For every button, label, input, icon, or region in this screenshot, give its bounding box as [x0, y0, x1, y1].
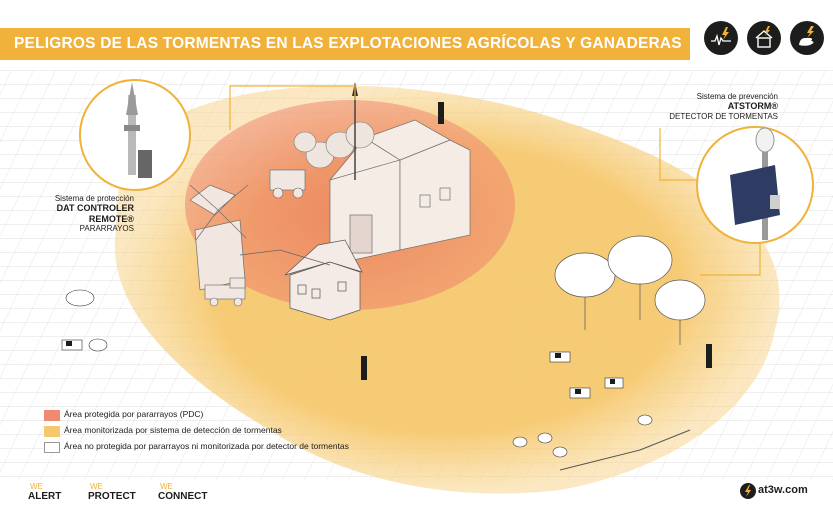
vehicles — [204, 169, 306, 307]
motto-prefix: WE — [30, 482, 43, 491]
motto-word: PROTECT — [88, 491, 136, 502]
title-banner: PELIGROS DE LAS TORMENTAS EN LAS EXPLOTA… — [0, 28, 690, 60]
lightning-rod-detail — [79, 79, 191, 191]
legend-label: Área monitorizada por sistema de detecci… — [64, 425, 282, 435]
legend-label: Área protegida por pararrayos (PDC) — [64, 409, 204, 419]
motto-word: CONNECT — [158, 491, 208, 502]
detector-sensors — [361, 102, 712, 380]
livestock-spots — [66, 341, 615, 394]
prevention-callout-product: ATSTORM® — [727, 101, 778, 112]
storm-detector-detail — [696, 126, 814, 244]
legend-swatch — [44, 442, 60, 453]
legend-label: Área no protegida por pararrayos ni moni… — [64, 441, 349, 451]
fence — [559, 429, 691, 471]
lightning-graph-icon — [704, 21, 738, 55]
motto-prefix: WE — [90, 482, 103, 491]
brand-bolt-icon — [740, 483, 756, 499]
protection-callout-type: PARARRAYOS — [79, 223, 134, 233]
prevention-callout-caption: Sistema de prevención — [696, 92, 778, 101]
barn — [329, 119, 471, 266]
legend-swatch — [44, 426, 60, 437]
prevention-callout: Sistema de prevención ATSTORM® DETECTOR … — [650, 92, 778, 121]
brand-url: at3w.com — [758, 484, 808, 496]
house-lightning-icon — [747, 21, 781, 55]
prevention-callout-type: DETECTOR DE TORMENTAS — [669, 111, 778, 121]
protection-callout-product: DAT CONTROLER REMOTE® — [56, 203, 134, 224]
page-title: PELIGROS DE LAS TORMENTAS EN LAS EXPLOTA… — [14, 35, 682, 52]
hand-lightning-icon — [790, 21, 824, 55]
protection-callout-caption: Sistema de protección — [54, 194, 134, 203]
trees — [554, 235, 706, 345]
motto-prefix: WE — [160, 482, 173, 491]
hay-bales — [293, 121, 375, 169]
protection-callout: Sistema de protección DAT CONTROLER REMO… — [22, 194, 134, 233]
farmhouse — [284, 239, 363, 321]
legend-swatch — [44, 410, 60, 421]
motto-word: ALERT — [28, 491, 62, 502]
